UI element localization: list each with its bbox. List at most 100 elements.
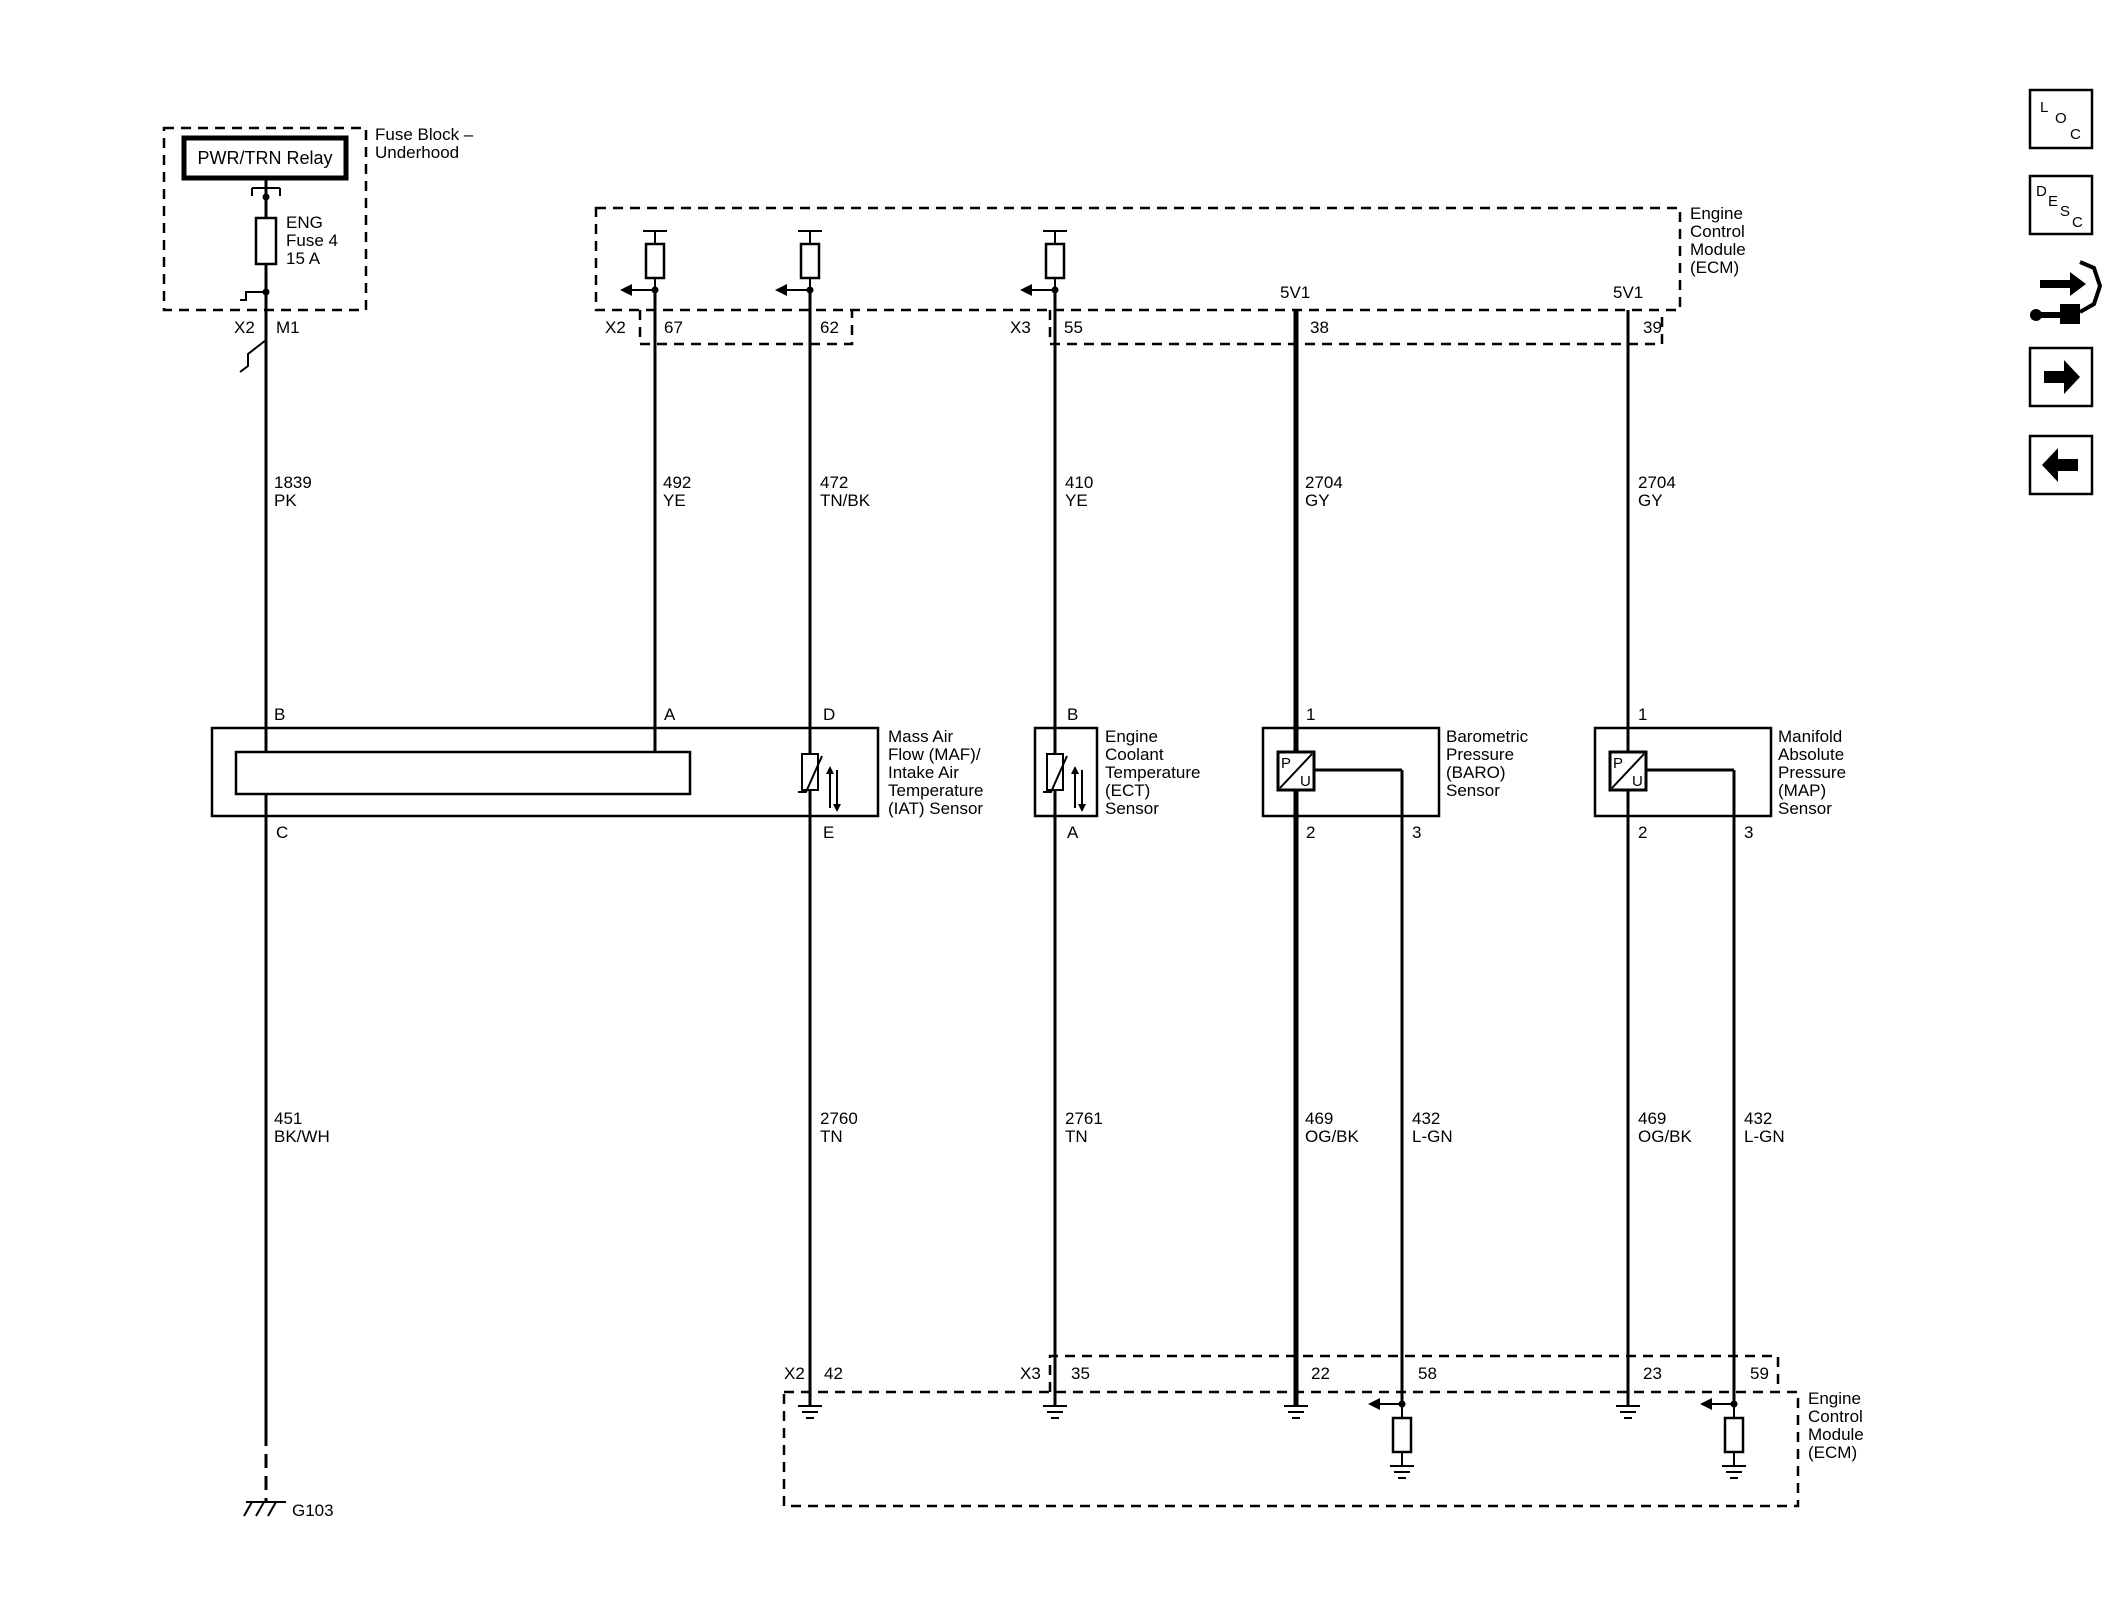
wires [264,290,1736,1502]
wire-label-432-b: 432 [1744,1109,1772,1128]
loc-button[interactable]: L O C [2028,88,2094,150]
map-sensor: P U 1 2 3 Manifold Absolute Pressure (MA… [1593,705,1846,842]
wire-color-lgn-b: L-GN [1744,1127,1785,1146]
maf-title-2: Flow (MAF)/ [888,745,981,764]
desc-char-4: C [2072,214,2083,231]
ecm-top-conn-x2: X2 [605,318,626,337]
wire-color-tn-2: TN [1065,1127,1088,1146]
ecm-top-title-1: Engine [1690,204,1743,223]
ecm-top-ref-5v1-a: 5V1 [1280,283,1310,302]
ecm-top-resistor-1 [620,230,667,296]
wire-label-451: 451 [274,1109,302,1128]
wire-label-2760: 2760 [820,1109,858,1128]
loc-char-2: O [2055,110,2067,127]
ecm-bottom-title-1: Engine [1808,1389,1861,1408]
ecm-top: Engine Control Module (ECM) [594,204,1746,346]
map-title-5: Sensor [1778,799,1832,818]
maf-pin-a: A [664,705,676,724]
ecm-top-pin-67: 67 [664,318,683,337]
baro-title-2: Pressure [1446,745,1514,764]
ecm-bottom-pin-59: 59 [1750,1364,1769,1383]
ecm-top-resistor-2 [775,230,822,296]
ecm-top-ref-5v1-b: 5V1 [1613,283,1643,302]
ecm-bottom-title-2: Control [1808,1407,1863,1426]
prev-button[interactable] [2028,434,2094,496]
ecm-top-resistor-3 [1020,230,1067,296]
wire-color-lgn-a: L-GN [1412,1127,1453,1146]
pressure-transducer-icon: P U [1276,750,1316,792]
ect-title-1: Engine [1105,727,1158,746]
ecm-top-title-2: Control [1690,222,1745,241]
ecm-ground-23 [1616,1402,1640,1419]
wire-label-1839: 1839 [274,473,312,492]
maf-iat-sensor: B A D C E Mass Air Flow (MAF)/ Intake Ai… [210,705,983,842]
maf-title-4: Temperature [888,781,983,800]
map-title-3: Pressure [1778,763,1846,782]
ect-title-5: Sensor [1105,799,1159,818]
wire-label-410: 410 [1065,473,1093,492]
ecm-top-pin-55: 55 [1064,318,1083,337]
wire-color-ye-1: YE [663,491,686,510]
ecm-ground-35 [1043,1402,1067,1419]
ecm-top-pin-39: 39 [1643,318,1662,337]
next-button[interactable] [2028,346,2094,408]
wire-label-2704-b: 2704 [1638,473,1676,492]
fuse-label-3: 15 A [286,249,321,268]
ect-sensor: B A Engine Coolant Temperature (ECT) Sen… [1033,705,1200,842]
maf-title-1: Mass Air [888,727,954,746]
loc-char-1: L [2040,99,2048,116]
wire-label-492: 492 [663,473,691,492]
ecm-bottom: Engine Control Module (ECM) X2 42 X3 35 … [782,1354,1864,1508]
fuse-block: Fuse Block – Underhood PWR/TRN Relay ENG… [162,125,474,373]
desc-char-3: S [2060,203,2070,220]
wire-label-2761: 2761 [1065,1109,1103,1128]
baro-title-1: Barometric [1446,727,1529,746]
ect-title-2: Coolant [1105,745,1164,764]
ecm-top-pin-38: 38 [1310,318,1329,337]
chassis-ground-g103: G103 [243,1501,334,1520]
wire-432-baro [1310,768,1404,1402]
maf-title-3: Intake Air [888,763,959,782]
maf-pin-d: D [823,705,835,724]
map-sym-u: U [1632,773,1643,790]
wire-label-469-a: 469 [1305,1109,1333,1128]
ecm-bottom-resistor-58 [1368,1398,1414,1479]
baro-sym-p: P [1281,755,1291,772]
maf-pin-b: B [274,705,285,724]
arrow-left-icon [2042,448,2078,482]
map-pin-3: 3 [1744,823,1753,842]
ground-label: G103 [292,1501,334,1520]
map-title-2: Absolute [1778,745,1844,764]
desc-button[interactable]: D E S C [2028,174,2094,236]
ecm-bottom-pin-22: 22 [1311,1364,1330,1383]
fuse-pin-label: M1 [276,318,300,337]
ecm-top-title-3: Module [1690,240,1746,259]
loc-char-3: C [2070,126,2081,143]
ecm-bottom-pin-23: 23 [1643,1364,1662,1383]
ecm-ground-42 [798,1402,822,1419]
ecm-bottom-title-4: (ECM) [1808,1443,1857,1462]
ecm-top-title-4: (ECM) [1690,258,1739,277]
ecm-top-pin-62: 62 [820,318,839,337]
map-title-1: Manifold [1778,727,1842,746]
desc-char-2: E [2048,193,2058,210]
ect-title-3: Temperature [1105,763,1200,782]
wire-color-pk: PK [274,491,297,510]
wire-color-bkwh: BK/WH [274,1127,330,1146]
ecm-top-conn-x3: X3 [1010,318,1031,337]
baro-sym-u: U [1300,773,1311,790]
baro-pin-3: 3 [1412,823,1421,842]
wire-color-tnbk: TN/BK [820,491,871,510]
connector-icon[interactable] [2030,260,2103,324]
wire-432-map [1642,768,1736,1402]
baro-title-3: (BARO) [1446,763,1506,782]
ecm-bottom-title-3: Module [1808,1425,1864,1444]
maf-pin-e: E [823,823,834,842]
thermistor-icon [1043,753,1086,812]
ect-title-4: (ECT) [1105,781,1150,800]
baro-pin-1: 1 [1306,705,1315,724]
wire-color-gy-b: GY [1638,491,1663,510]
fuse-block-title-2: Underhood [375,143,459,162]
